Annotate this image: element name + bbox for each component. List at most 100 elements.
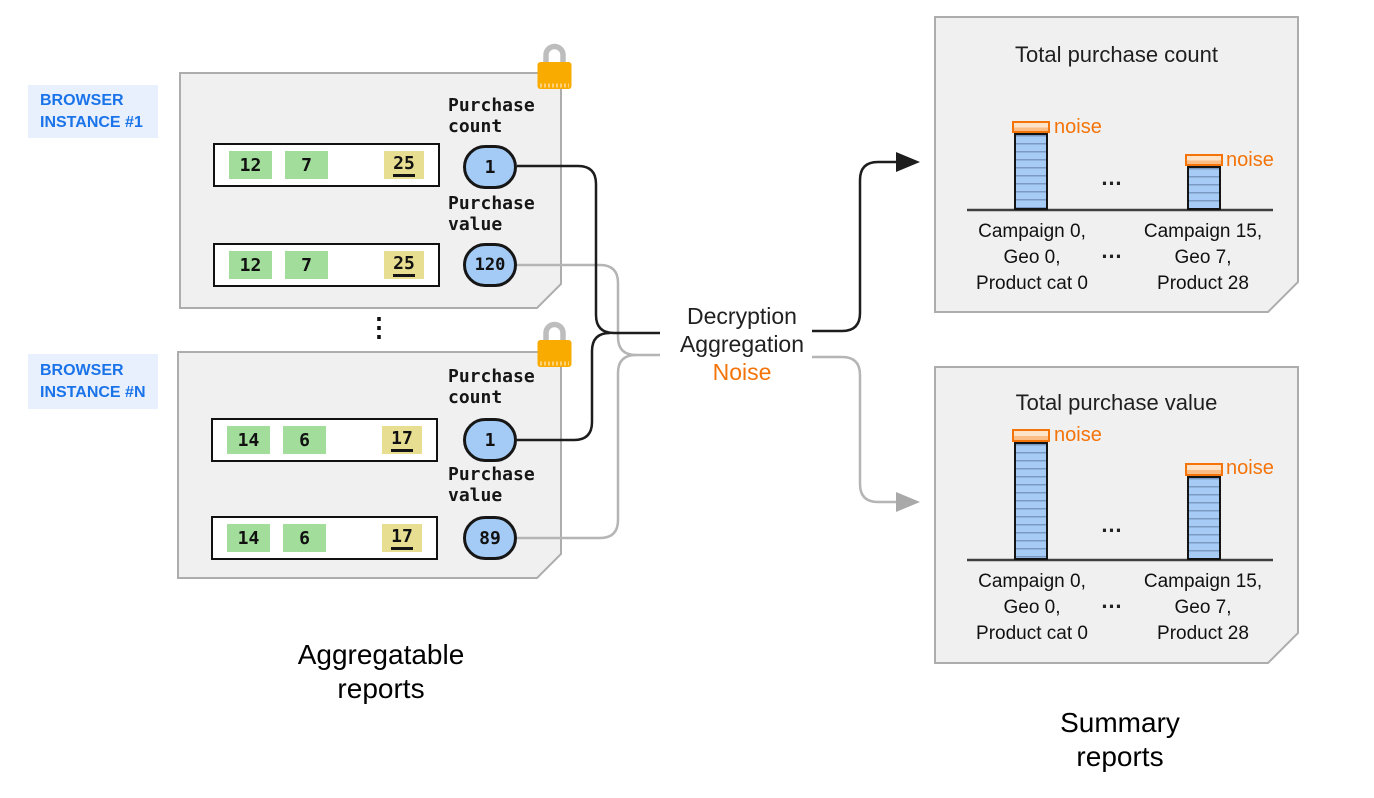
categories-ellipsis: …	[1100, 238, 1124, 263]
category-line: Geo 0,	[1003, 247, 1061, 268]
category-line: Campaign 0,	[978, 571, 1086, 592]
bucket-cell: 12	[229, 251, 272, 279]
bar-segment-blue	[1187, 166, 1221, 210]
value-line-instance1	[517, 263, 660, 357]
bar-segment-blue	[1014, 133, 1048, 210]
bar-segment-blue	[1014, 442, 1048, 560]
metric-label-line: count	[448, 116, 503, 137]
more-instances-ellipsis: ⋮	[366, 312, 392, 342]
browser-instance-1-badge: BROWSER INSTANCE #1	[28, 85, 158, 138]
value-line-instancen	[517, 353, 637, 540]
value-bar-1	[1012, 429, 1050, 560]
badge-line: BROWSER	[40, 91, 124, 109]
purchase-value-label: Purchase value	[448, 193, 535, 235]
bucket-cell: 6	[283, 426, 326, 454]
arrow-icon-black	[896, 152, 920, 172]
bucket-cell-highlight: 25	[384, 251, 424, 279]
count-line-instancen	[517, 331, 611, 442]
bar-noise-cap	[1185, 463, 1223, 476]
bucket-cell: 14	[227, 524, 270, 552]
count-bar-1	[1012, 121, 1050, 210]
bucket-cell: 7	[285, 251, 328, 279]
badge-line: INSTANCE #N	[40, 383, 146, 401]
category-line: Geo 0,	[1003, 597, 1061, 618]
count-line-output	[812, 160, 896, 333]
caption-line: reports	[1076, 741, 1164, 772]
bar-noise-cap	[1185, 154, 1223, 166]
purchase-count-bubble: 1	[463, 418, 517, 462]
bucket-value: 25	[393, 253, 415, 277]
bar-noise-cap	[1012, 121, 1050, 133]
purchase-count-label: Purchase count	[448, 95, 535, 137]
metric-label-line: Purchase	[448, 366, 535, 387]
badge-line: BROWSER	[40, 361, 124, 379]
metric-label-line: Purchase	[448, 193, 535, 214]
bucket-cell-highlight: 25	[384, 151, 424, 179]
category-line: Geo 7,	[1174, 247, 1232, 268]
process-step-noise: Noise	[712, 359, 772, 385]
caption-line: Summary	[1060, 707, 1180, 738]
category-label: Campaign 0, Geo 0, Product cat 0	[957, 219, 1107, 297]
category-label: Campaign 0, Geo 0, Product cat 0	[957, 569, 1107, 647]
arrow-icon-gray	[896, 492, 920, 512]
summary-reports-caption: Summary reports	[1005, 706, 1235, 774]
bucket-cell: 7	[285, 151, 328, 179]
lock-icon	[537, 43, 572, 89]
category-line: Product cat 0	[976, 623, 1088, 644]
process-step: Aggregation	[679, 331, 805, 357]
histogram-row: 12 7 25	[213, 143, 440, 187]
value-chart-title: Total purchase value	[1015, 390, 1218, 415]
bucket-cell: 6	[283, 524, 326, 552]
histogram-row: 14 6 17	[211, 418, 438, 462]
bar-noise-cap	[1012, 429, 1050, 442]
bucket-value: 17	[391, 526, 413, 550]
summary-report-card-count	[934, 16, 1299, 313]
purchase-value-bubble: 120	[463, 243, 517, 287]
metric-label-line: Purchase	[448, 464, 535, 485]
bucket-cell: 14	[227, 426, 270, 454]
categories-ellipsis: …	[1100, 588, 1124, 613]
category-line: Campaign 15,	[1143, 571, 1263, 592]
bars-ellipsis: …	[1100, 165, 1124, 190]
caption-line: reports	[337, 673, 425, 704]
browser-instance-n-badge: BROWSER INSTANCE #N	[28, 354, 158, 409]
badge-line: INSTANCE #1	[40, 113, 143, 131]
purchase-count-bubble: 1	[463, 145, 517, 189]
bucket-cell-highlight: 17	[382, 426, 422, 454]
histogram-row: 12 7 25	[213, 243, 440, 287]
value-line-output	[812, 355, 896, 504]
category-line: Campaign 0,	[978, 221, 1086, 242]
metric-label-line: value	[448, 214, 503, 235]
bucket-cell: 12	[229, 151, 272, 179]
aggregation-process-label: Decryption Aggregation Noise	[659, 302, 825, 386]
count-chart-title: Total purchase count	[1014, 42, 1219, 67]
bars-ellipsis: …	[1100, 512, 1124, 537]
aggregatable-reports-caption: Aggregatable reports	[266, 638, 496, 706]
category-line: Product cat 0	[976, 273, 1088, 294]
category-label: Campaign 15, Geo 7, Product 28	[1128, 569, 1278, 647]
value-bar-2	[1185, 463, 1223, 560]
category-line: Product 28	[1157, 273, 1249, 294]
count-flow-lines	[517, 160, 896, 442]
purchase-value-bubble: 89	[463, 516, 517, 560]
value-flow-lines	[517, 263, 896, 540]
category-line: Product 28	[1157, 623, 1249, 644]
bucket-value: 17	[391, 428, 413, 452]
histogram-row: 14 6 17	[211, 516, 438, 560]
metric-label-line: Purchase	[448, 95, 535, 116]
category-line: Campaign 15,	[1143, 221, 1263, 242]
process-step: Decryption	[687, 303, 797, 329]
count-bar-2	[1185, 154, 1223, 210]
bucket-cell-highlight: 17	[382, 524, 422, 552]
category-line: Geo 7,	[1174, 597, 1232, 618]
metric-label-line: count	[448, 387, 503, 408]
noise-annotation: noise	[1226, 149, 1274, 171]
noise-annotation: noise	[1054, 424, 1102, 446]
bucket-value: 25	[393, 153, 415, 177]
noise-annotation: noise	[1226, 457, 1274, 479]
caption-line: Aggregatable	[297, 639, 465, 670]
purchase-count-label: Purchase count	[448, 366, 535, 408]
bar-segment-blue	[1187, 476, 1221, 560]
